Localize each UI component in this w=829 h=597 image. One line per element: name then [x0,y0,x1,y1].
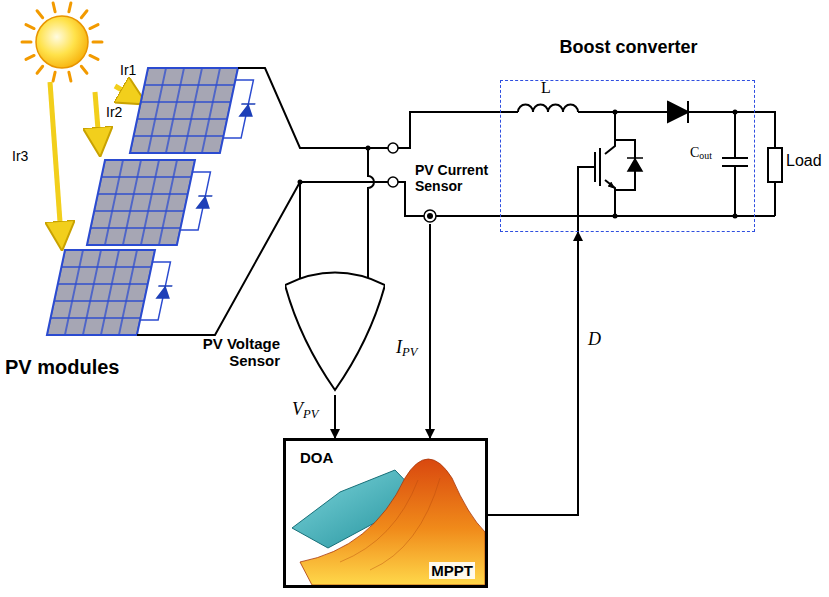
sun-ray [26,25,34,29]
sensor-label: PV Voltage Sensor [185,335,280,370]
signal-name: IPV [394,338,419,358]
pv-panel-part [239,104,256,116]
irradiance-label: Ir3 [12,148,28,164]
sun-ray [26,55,34,59]
signal-connector [429,224,431,438]
mppt-controller-box: DOA MPPT [283,438,488,588]
junction-dot [733,214,738,219]
terminal [388,143,398,153]
igbt-symbol [600,112,615,216]
sensor-ring [424,210,436,222]
current-sensor: PV Current Sensor [400,160,500,224]
component-label: Load [786,152,822,170]
box-heading: Boost converter [501,37,756,58]
junction-dot [298,180,303,185]
signal-name-part: PV [402,345,417,359]
pv-panel [130,68,263,153]
inductor-symbol [518,105,578,112]
controller-label: MPPT [429,562,475,579]
irradiance-arrows-part [95,92,99,142]
signal-connector [334,395,336,438]
component-label-part: out [699,150,712,161]
sun-rays [22,3,102,81]
irradiance-label: Ir2 [106,104,122,120]
sun-ray [37,11,43,18]
irradiance-arrows-part [115,86,134,97]
pv-panel [87,160,220,245]
surface-plot-part [340,478,440,570]
junction-dot [733,110,738,115]
irradiance-arrows-part [50,82,61,236]
sensor-label: PV Current Sensor [415,162,500,194]
pv-panel-part [196,196,213,208]
junction-dot [366,146,371,151]
boost-circuit-part [627,158,643,171]
sun [36,16,88,68]
pv-panel-part [130,68,238,153]
junction-dot [613,110,618,115]
pv-panel-part [47,250,155,335]
resistor-symbol [768,148,782,182]
signal-name: D [586,330,603,350]
sun-ray [90,25,98,29]
component-label: Cout [690,145,712,161]
diode-symbol [668,102,688,122]
surface-plot [292,459,485,585]
algorithm-label: DOA [300,449,333,466]
wiring-part [368,148,374,283]
pv-panel-part [87,160,195,245]
surface-plot-part [300,459,485,585]
voltage-sensor: PV Voltage Sensor [185,255,385,395]
boost-circuit-part [578,111,668,113]
sun-ray [53,3,55,12]
boost-circuit-part [608,182,614,188]
wiring [137,68,775,335]
boost-converter-box: Boost converter [500,80,755,232]
boost-circuit-part [578,167,595,232]
sun-ray [37,66,43,73]
sun-ray [69,3,71,12]
sensor-dot [427,213,433,219]
boost-circuit [518,101,782,232]
sun-ray [53,72,55,81]
pv-panel [47,250,180,335]
boost-circuit-part [688,112,775,148]
capacitor-symbol [722,112,748,216]
part-name: PV modules [5,356,119,379]
sun-ray [81,11,87,18]
signal-name-part: PV [303,407,318,421]
terminal [388,177,398,187]
signal-connector [488,232,578,515]
component-label: L [541,79,551,97]
wiring-part [299,182,301,281]
irradiance-label: Ir1 [120,62,136,78]
pv-panel-part [156,286,173,298]
junction-dot [613,214,618,219]
sun-ray [93,41,102,44]
sun-ray [81,66,87,73]
sensor-outline [285,273,385,391]
sun-ray [22,41,31,44]
sensor-symbol [423,209,437,223]
wiring-part [238,68,388,148]
sun-ray [90,55,98,59]
sun-ray [69,72,71,81]
signal-name: VPV [290,400,320,420]
boost-circuit-part [774,182,776,216]
sensor-symbol [285,255,385,395]
